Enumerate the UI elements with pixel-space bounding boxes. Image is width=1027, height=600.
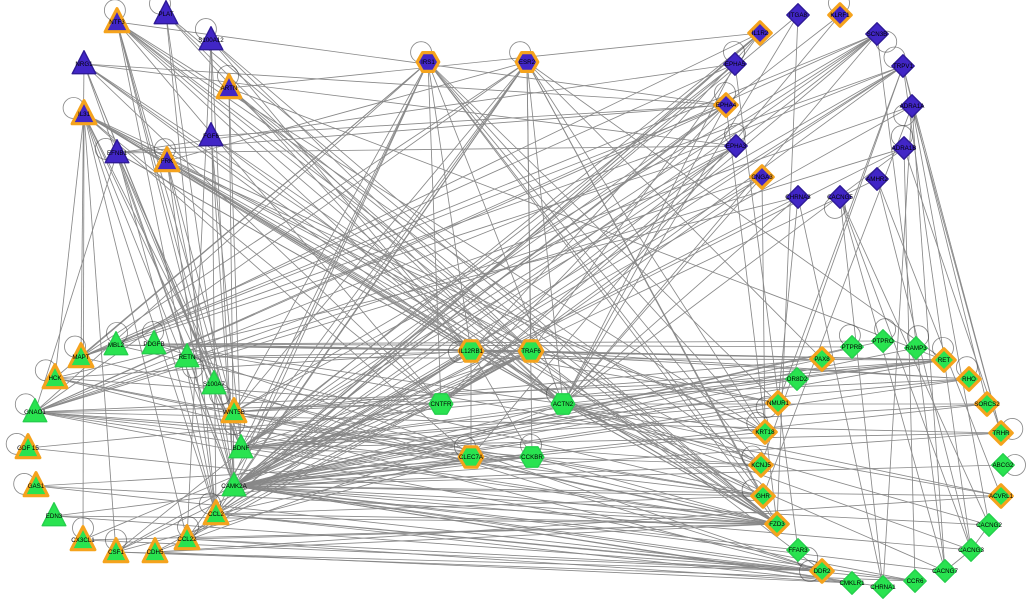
svg-text:GDF 15: GDF 15 <box>17 445 39 452</box>
svg-text:DDR2: DDR2 <box>814 568 831 575</box>
svg-text:SCN3B: SCN3B <box>867 31 888 38</box>
svg-text:IL31: IL31 <box>78 111 91 118</box>
svg-text:PTPRB: PTPRB <box>842 344 863 351</box>
svg-text:RET: RET <box>938 357 951 364</box>
svg-text:RHO: RHO <box>962 376 976 383</box>
svg-text:RETN: RETN <box>179 354 196 361</box>
svg-text:OR8D2: OR8D2 <box>787 376 808 383</box>
svg-text:EPHA4: EPHA4 <box>716 102 737 109</box>
svg-text:CCL22: CCL22 <box>177 536 197 543</box>
svg-text:ABCG2: ABCG2 <box>993 462 1015 469</box>
svg-text:IL1R2: IL1R2 <box>752 30 769 37</box>
svg-text:PLAT: PLAT <box>158 11 173 18</box>
svg-text:PTPRO: PTPRO <box>872 338 894 345</box>
svg-text:FZD3: FZD3 <box>769 521 785 528</box>
svg-text:PDGFB: PDGFB <box>143 341 164 348</box>
svg-text:EDN3: EDN3 <box>46 513 63 520</box>
svg-text:MBL2: MBL2 <box>108 342 125 349</box>
svg-text:ADRA1A: ADRA1A <box>900 103 926 110</box>
svg-text:S100A12: S100A12 <box>198 37 224 44</box>
svg-text:HCK: HCK <box>48 375 62 382</box>
svg-text:ESR2: ESR2 <box>519 59 536 66</box>
svg-text:AMHR2: AMHR2 <box>866 176 888 183</box>
svg-text:RAMP3: RAMP3 <box>905 345 927 352</box>
svg-text:TRPV1: TRPV1 <box>893 63 914 70</box>
svg-text:CHRNA1: CHRNA1 <box>870 584 896 591</box>
svg-text:EPHA5: EPHA5 <box>725 61 746 68</box>
svg-text:KLRF1: KLRF1 <box>830 12 850 19</box>
svg-text:CCKBR: CCKBR <box>521 454 543 461</box>
svg-text:CLEC7A: CLEC7A <box>459 454 484 461</box>
svg-text:PAX8: PAX8 <box>814 356 830 363</box>
svg-text:CDH5: CDH5 <box>147 549 164 556</box>
svg-text:ITGA8: ITGA8 <box>789 12 807 19</box>
svg-text:CCL2: CCL2 <box>208 511 224 518</box>
svg-text:CNTFR: CNTFR <box>431 401 452 408</box>
svg-text:FRK: FRK <box>161 158 174 165</box>
svg-text:MAPT: MAPT <box>72 354 89 361</box>
svg-text:CAMK2A: CAMK2A <box>221 483 247 490</box>
svg-text:CACNG7: CACNG7 <box>932 568 958 575</box>
svg-text:S100A7: S100A7 <box>203 381 226 388</box>
svg-text:KCNJ5: KCNJ5 <box>751 462 771 469</box>
svg-text:CSF1: CSF1 <box>108 549 124 556</box>
svg-text:FGF6: FGF6 <box>203 133 219 140</box>
svg-text:CX3CL1: CX3CL1 <box>71 537 95 544</box>
svg-text:GNAO1: GNAO1 <box>24 409 46 416</box>
svg-text:GHR: GHR <box>756 493 770 500</box>
svg-text:KRT18: KRT18 <box>755 429 775 436</box>
svg-text:NMUR1: NMUR1 <box>767 400 790 407</box>
svg-text:TRAF6: TRAF6 <box>521 348 541 355</box>
svg-text:NTF3: NTF3 <box>109 19 125 26</box>
svg-text:EFNB1: EFNB1 <box>107 150 128 157</box>
svg-text:GAS1: GAS1 <box>28 483 45 490</box>
svg-text:ACTN2: ACTN2 <box>553 401 574 408</box>
svg-text:CHRNA3: CHRNA3 <box>785 194 811 201</box>
svg-text:CACNG3: CACNG3 <box>958 547 984 554</box>
svg-text:ACVRL1: ACVRL1 <box>989 493 1014 500</box>
svg-text:CMKLR1: CMKLR1 <box>839 580 865 587</box>
svg-text:TRHR: TRHR <box>992 430 1010 437</box>
svg-text:NRG1: NRG1 <box>75 61 93 68</box>
svg-text:CNGA3: CNGA3 <box>751 174 773 181</box>
svg-text:IL12RB1: IL12RB1 <box>459 348 484 355</box>
svg-text:BDNF: BDNF <box>233 445 250 452</box>
svg-text:CACNG5: CACNG5 <box>827 194 853 201</box>
svg-text:CCR6: CCR6 <box>907 578 924 585</box>
svg-text:SORCS2: SORCS2 <box>974 401 1000 408</box>
svg-text:IRS1: IRS1 <box>421 59 435 66</box>
svg-text:WNT5B: WNT5B <box>223 409 245 416</box>
svg-text:CACNG2: CACNG2 <box>976 522 1002 529</box>
svg-text:EPHA3: EPHA3 <box>726 143 747 150</box>
svg-text:ARTN: ARTN <box>221 85 238 92</box>
svg-text:FFAR3: FFAR3 <box>788 547 808 554</box>
svg-text:ADRA1B: ADRA1B <box>892 145 917 152</box>
